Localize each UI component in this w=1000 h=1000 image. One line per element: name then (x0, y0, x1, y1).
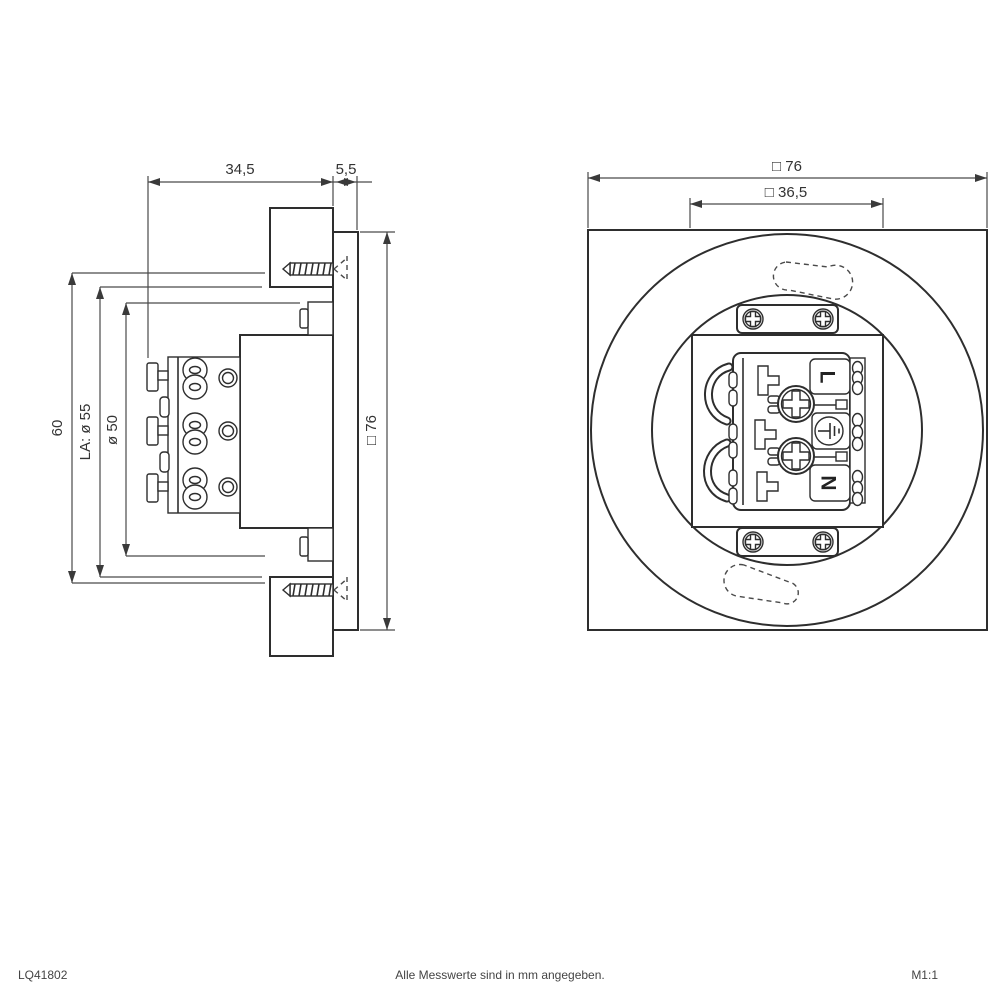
wire-entry-eyelets (182, 357, 208, 510)
dimension-flange: 5,5 (333, 161, 372, 186)
phillips-screw-icon (812, 531, 834, 553)
mounting-bracket-bottom (736, 527, 839, 557)
fixture-body (239, 334, 334, 529)
screw-tip (281, 261, 291, 277)
screw-threads (292, 583, 332, 597)
phillips-cross-icon (782, 442, 810, 470)
units-note: Alle Messwerte sind in mm angegeben. (395, 968, 604, 982)
retaining-latch-top (299, 301, 334, 336)
spring-column (849, 357, 866, 507)
dimension-body-diameter: ø 50 (104, 302, 300, 557)
retaining-latch-bottom (299, 527, 334, 562)
dim-body-label: ø 50 (104, 415, 121, 445)
terminal-block-side (146, 356, 241, 514)
phillips-cross-icon (782, 390, 810, 418)
dim-height-label: 60 (49, 420, 66, 437)
dimension-overall-height: 60 (49, 272, 265, 584)
side-view: 34,5 5,5 60 LA: ø 55 (49, 161, 395, 657)
keyhole-slot-top (772, 261, 854, 300)
fixing-screw-top (281, 256, 348, 282)
mounting-flange (332, 231, 359, 631)
dim-outer-label: □ 76 (772, 158, 802, 175)
cage-slots-left (728, 371, 738, 505)
phillips-screw-icon (742, 531, 764, 553)
dimension-frame-square: □ 76 (360, 231, 395, 631)
phillips-screw-icon (742, 308, 764, 330)
contact-pins (146, 362, 170, 503)
clamp-screw-top (767, 385, 848, 423)
dimension-mounting-square: □ 36,5 (689, 184, 884, 228)
fixing-screw-bottom (281, 577, 348, 603)
scale-label: M1:1 (911, 968, 938, 982)
terminal-label-live: L (816, 371, 839, 384)
wire-hooks (703, 362, 734, 503)
dimension-cutout: LA: ø 55 (77, 286, 262, 578)
clamp-screw-bottom (767, 437, 848, 475)
front-view: L N (587, 158, 988, 631)
phillips-screw-icon (812, 308, 834, 330)
dimension-depth: 34,5 (147, 161, 358, 358)
dim-mounting-label: □ 36,5 (765, 184, 807, 201)
keyhole-slot-bottom (723, 563, 799, 605)
article-number: LQ41802 (18, 968, 68, 982)
dim-cutout-label: LA: ø 55 (77, 404, 94, 461)
screw-threads (292, 262, 332, 276)
screw-head-hidden (333, 256, 348, 282)
screw-head-hidden (333, 577, 348, 603)
terminal-label-neutral: N (817, 475, 840, 490)
earth-ground-icon (814, 416, 844, 446)
screw-tip (281, 582, 291, 598)
clamp-screw-bosses (218, 368, 238, 497)
conductor-contacts (754, 365, 780, 502)
dimension-outer-square: □ 76 (587, 158, 988, 228)
footer: LQ41802 Alle Messwerte sind in mm angege… (18, 968, 938, 982)
dim-flange-label: 5,5 (336, 161, 357, 178)
dim-frame-label: □ 76 (363, 415, 380, 445)
terminal-block-front: L N (703, 352, 866, 511)
mounting-bracket-top (736, 304, 839, 334)
dim-depth-label: 34,5 (225, 161, 254, 178)
